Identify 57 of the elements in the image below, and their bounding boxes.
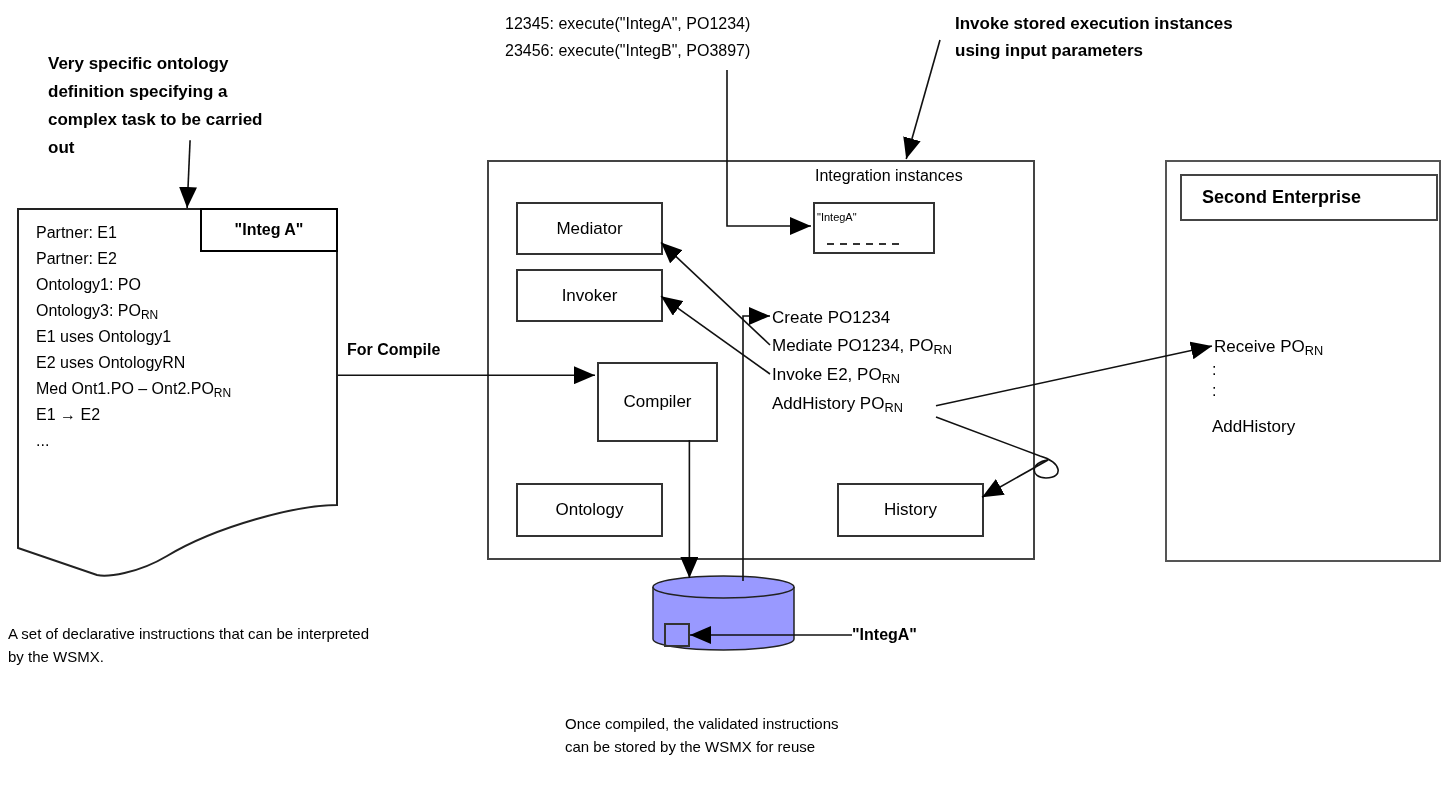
document-line: Ontology1: PO: [36, 275, 142, 295]
heading-label: Second Enterprise: [1202, 186, 1362, 209]
step-text: AddHistory PO$_{RN}$: [772, 391, 938, 419]
document-line: ...: [36, 431, 51, 451]
arrow: [935, 341, 1213, 407]
component-box: [516, 202, 663, 255]
document-shape: [17, 208, 338, 578]
component-box: [516, 269, 663, 322]
component-label: Compiler: [623, 391, 692, 414]
arrow: [935, 416, 1059, 498]
component-label: Invoker: [561, 284, 618, 307]
heading-box: [1180, 174, 1438, 221]
document-line: Ontology3: PO$_{RN}$: [36, 301, 160, 324]
arrow: [337, 366, 596, 385]
document-line: E2 uses OntologyRN: [36, 353, 187, 373]
component-box: [597, 362, 718, 442]
component-box: [837, 483, 984, 537]
arrow: [660, 241, 771, 346]
item-label: "IntegA": [852, 621, 952, 649]
component-label: Mediator: [556, 217, 623, 240]
box-label: "Integ A": [234, 220, 304, 240]
component-label: Ontology: [555, 499, 624, 522]
arrow: [742, 307, 771, 582]
caption-note: Once compiled, the validated instructions can be stored by the WSMX for reuse: [565, 714, 840, 757]
step-text: Receive PO$_{RN}$: [1214, 334, 1384, 362]
document-line: Partner: E2: [36, 249, 118, 269]
arrow: [689, 626, 853, 644]
stored-item-square: [664, 623, 690, 647]
arrow: [903, 39, 941, 160]
caption-note: A set of declarative instructions that can be interpreted by the WSMX.: [8, 624, 370, 667]
instance-box: [813, 202, 935, 254]
component-label: History: [884, 499, 937, 522]
ellipsis-dot: :: [1212, 360, 1218, 380]
step-text: Create PO1234: [772, 305, 962, 331]
document-line: E1 → E2: [36, 405, 102, 425]
document-line: Med Ont1.PO – Ont2.PO$_{RN}$: [36, 379, 232, 402]
annotation-note: Invoke stored execution instances using input parameters: [955, 10, 1245, 66]
arrow: [680, 439, 699, 579]
step-text: AddHistory: [1212, 416, 1297, 438]
ellipsis-dot: :: [1212, 381, 1218, 401]
step-text: Invoke E2, PO$_{RN}$: [772, 362, 972, 390]
arrow: [179, 139, 198, 209]
arrow: [660, 295, 771, 375]
document-line: E1 uses Ontology1: [36, 327, 173, 347]
database-cylinder: [652, 575, 795, 651]
system-box: [487, 160, 1035, 560]
section-label: Integration instances: [815, 166, 964, 186]
component-box: [516, 483, 663, 537]
title-box: [200, 208, 338, 252]
enterprise-box: [1165, 160, 1441, 562]
document-line: Partner: E1: [36, 223, 118, 243]
step-text: Mediate PO1234, PO$_{RN}$: [772, 333, 1012, 361]
code-line: 23456: execute("IntegB", PO3897): [505, 41, 752, 61]
annotation-note: Very specific ontology definition specifying a complex task to be carried out: [48, 50, 270, 160]
instance-label: "IntegA": [817, 210, 857, 225]
arrow: [726, 69, 812, 235]
code-line: 12345: execute("IntegA", PO1234): [505, 14, 752, 34]
